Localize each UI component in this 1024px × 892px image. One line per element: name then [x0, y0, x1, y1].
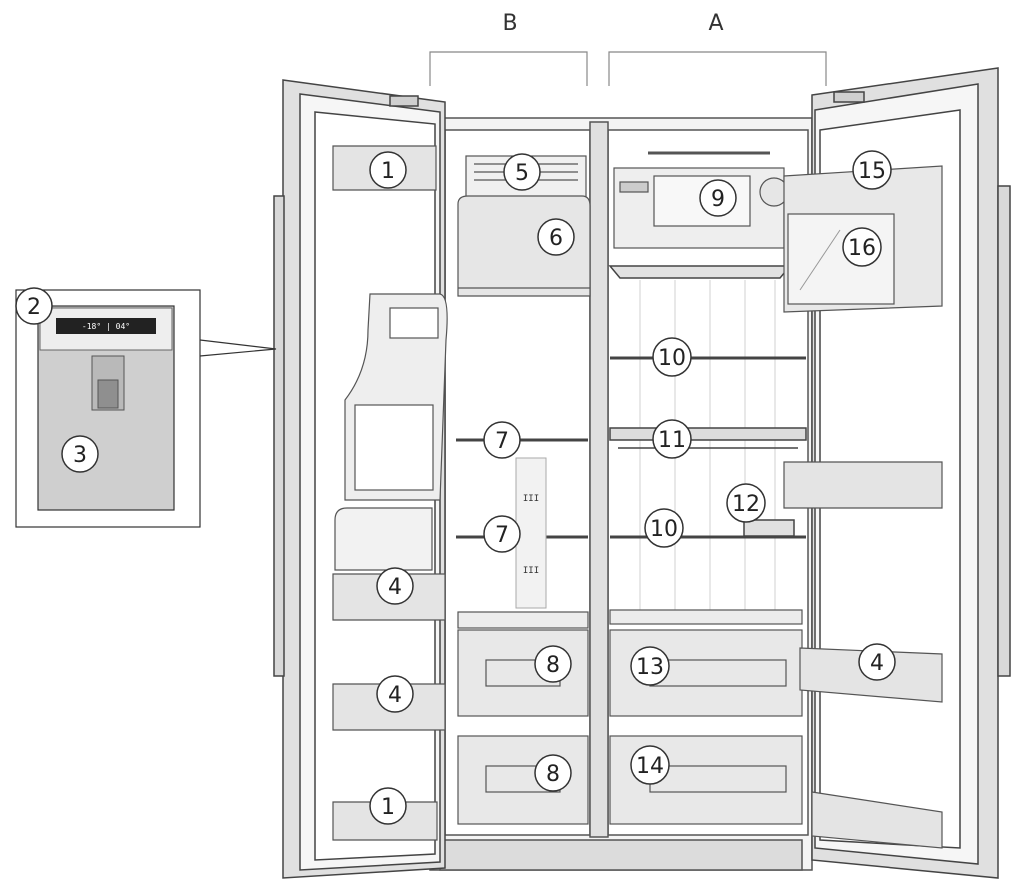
- callout-2: 2: [15, 287, 53, 325]
- freezer-drawers: [457, 611, 589, 825]
- callout-4-right: 4: [858, 643, 896, 681]
- svg-text:7: 7: [495, 523, 509, 548]
- climate-unit: [613, 151, 789, 249]
- callout-14: 14: [630, 745, 670, 785]
- section-letter-a: A: [708, 11, 723, 36]
- svg-text:14: 14: [636, 754, 664, 779]
- svg-text:10: 10: [658, 346, 686, 371]
- svg-text:1: 1: [381, 159, 395, 184]
- callout-11: 11: [652, 419, 692, 459]
- svg-text:11: 11: [658, 428, 686, 453]
- svg-text:9: 9: [711, 187, 725, 212]
- callout-10-lower: 10: [644, 508, 684, 548]
- dispenser-display: -18° | 04°: [82, 322, 130, 331]
- callout-3: 3: [61, 435, 99, 473]
- callout-15: 15: [852, 150, 892, 190]
- svg-text:1: 1: [381, 795, 395, 820]
- svg-text:4: 4: [388, 683, 402, 708]
- callout-7-lower: 7: [483, 515, 521, 553]
- callout-7-upper: 7: [483, 421, 521, 459]
- svg-text:10: 10: [650, 517, 678, 542]
- svg-text:2: 2: [27, 295, 41, 320]
- callout-16: 16: [842, 227, 882, 267]
- section-brackets: [429, 51, 827, 86]
- svg-text:8: 8: [546, 762, 560, 787]
- callout-1-lower: 1: [369, 787, 407, 825]
- callout-1-upper: 1: [369, 151, 407, 189]
- vent-mark-upper: III: [523, 494, 539, 504]
- svg-text:7: 7: [495, 429, 509, 454]
- callout-9: 9: [699, 179, 737, 217]
- svg-text:13: 13: [636, 655, 664, 680]
- svg-text:5: 5: [515, 161, 529, 186]
- svg-text:3: 3: [73, 443, 87, 468]
- callout-13: 13: [630, 646, 670, 686]
- callout-6: 6: [537, 218, 575, 256]
- svg-text:16: 16: [848, 236, 876, 261]
- svg-text:8: 8: [546, 653, 560, 678]
- callout-4-left-lower: 4: [376, 675, 414, 713]
- callout-8-upper: 8: [534, 645, 572, 683]
- svg-text:4: 4: [388, 575, 402, 600]
- callout-4-left-upper: 4: [376, 567, 414, 605]
- dispenser-housing: [334, 293, 448, 571]
- callout-10-upper: 10: [652, 337, 692, 377]
- callout-12: 12: [726, 483, 766, 523]
- svg-text:12: 12: [732, 492, 760, 517]
- svg-text:15: 15: [858, 159, 886, 184]
- section-letter-b: B: [502, 11, 517, 36]
- callout-8-lower: 8: [534, 754, 572, 792]
- vent-mark-lower: III: [523, 566, 539, 576]
- freezer-vent: III III: [515, 457, 547, 609]
- svg-text:6: 6: [549, 226, 563, 251]
- dispenser-inset: -18° | 04°: [15, 289, 277, 528]
- callout-5: 5: [503, 153, 541, 191]
- svg-text:4: 4: [870, 651, 884, 676]
